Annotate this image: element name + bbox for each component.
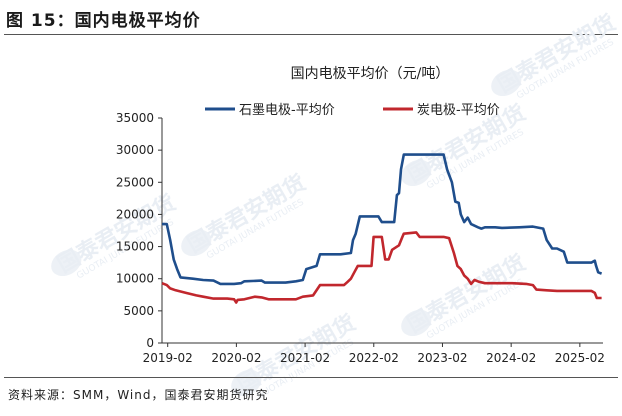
watermark-logo <box>401 159 432 187</box>
y-tick-label: 30000 <box>116 143 154 157</box>
y-tick-label: 5000 <box>123 304 154 318</box>
x-tick-label: 2021-02 <box>280 351 330 365</box>
watermark-logo <box>491 69 522 97</box>
x-tick-label: 2022-02 <box>349 351 399 365</box>
watermark-logo <box>181 229 212 257</box>
watermark-logo <box>51 249 82 277</box>
series-layer <box>161 153 603 304</box>
y-tick-label: 25000 <box>116 175 154 189</box>
legend-label: 石墨电极-平均价 <box>239 103 335 118</box>
y-tick-label: 35000 <box>116 111 154 125</box>
y-tick-label: 10000 <box>116 272 154 286</box>
figure-title: 图 15：国内电极平均价 <box>6 11 201 31</box>
series-line <box>161 231 602 304</box>
x-tick-label: 2025-02 <box>555 351 605 365</box>
legend: 石墨电极-平均价 炭电极-平均价 <box>205 103 500 118</box>
watermark-logo <box>231 369 262 397</box>
y-tick-label: 15000 <box>116 240 154 254</box>
axes: 0 5000 10000 15000 20000 25000 30000 35000 2019-… <box>116 111 605 365</box>
watermark-logo <box>401 309 432 337</box>
x-tick-label: 2024-02 <box>486 351 536 365</box>
bottom-divider <box>4 377 618 378</box>
series-line <box>162 153 603 286</box>
legend-label: 炭电极-平均价 <box>417 103 500 118</box>
x-tick-label: 2023-02 <box>417 351 467 365</box>
x-tick-label: 2020-02 <box>211 351 261 365</box>
y-tick-label: 20000 <box>116 207 154 221</box>
source-note: 资料来源：SMM，Wind，国泰君安期货研究 <box>8 388 269 402</box>
x-tick-label: 2019-02 <box>143 351 193 365</box>
top-divider <box>4 34 618 35</box>
chart-title: 国内电极平均价（元/吨） <box>291 66 450 82</box>
y-tick-label: 0 <box>146 336 154 350</box>
